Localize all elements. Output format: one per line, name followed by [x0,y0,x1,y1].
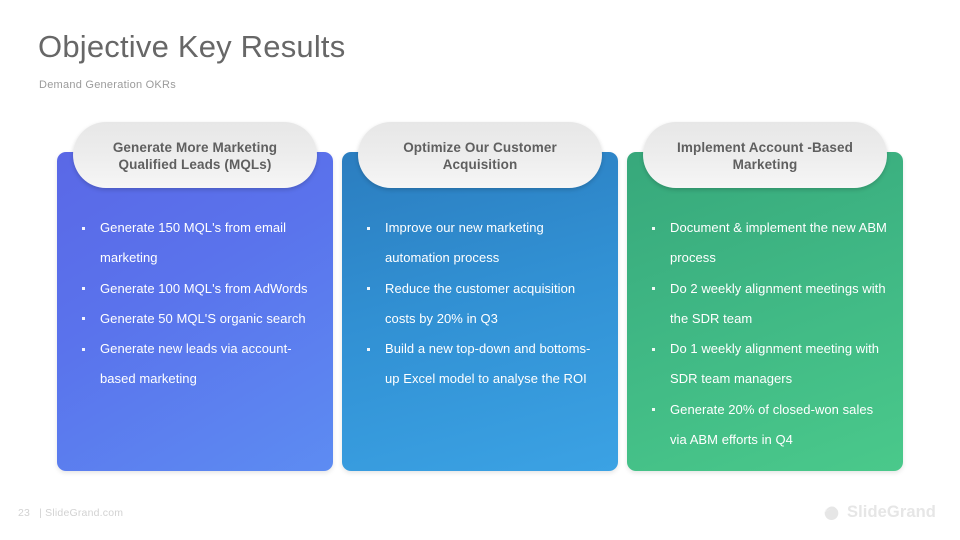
bullet-dot-icon [82,226,85,230]
okr-card-body-1 [57,152,333,471]
bullet-dot-icon [82,287,85,291]
footer: 23 | SlideGrand.com [18,507,123,519]
bullet-dot-icon [652,408,655,412]
brand-logo: SlideGrand [822,503,936,522]
list-item: Generate 150 MQL's from email marketing [78,213,319,274]
list-item: Improve our new marketing automation pro… [363,213,604,274]
list-item: Do 2 weekly alignment meetings with the … [648,274,889,335]
brand-name: SlideGrand [846,503,936,521]
okr-card-header-1[interactable]: Generate More Marketing Qualified Leads … [73,122,317,188]
list-item-label: Reduce the customer acquisition costs by… [385,280,576,326]
list-item: Document & implement the new ABM process [648,213,889,274]
okr-column-1[interactable]: Generate More Marketing Qualified Leads … [57,122,333,471]
list-item: Do 1 weekly alignment meeting with SDR t… [648,334,889,395]
list-item-label: Generate new leads via account-based mar… [100,341,292,387]
okr-header-label-3: Implement Account -Based Marketing [677,139,853,172]
list-item-label: Generate 100 MQL's from AdWords [100,280,308,296]
okr-card-body-2 [342,152,618,471]
page-number: 23 [18,507,31,519]
footer-site-label: | SlideGrand.com [39,507,124,519]
list-item: Generate 50 MQL'S organic search [78,304,319,334]
list-item-label: Do 1 weekly alignment meeting with SDR t… [670,341,880,387]
list-item: Generate 20% of closed-won sales via ABM… [648,395,889,456]
bullet-dot-icon [367,287,370,291]
bullet-dot-icon [367,347,370,351]
page-title: Objective Key Results [38,29,346,64]
bullet-dot-icon [652,347,655,351]
list-item: Build a new top-down and bottoms-up Exce… [363,334,604,395]
okr-card-body-3 [627,152,903,471]
okr-column-2[interactable]: Optimize Our Customer Acquisition Improv… [342,122,618,471]
okr-bullet-list-2: Improve our new marketing automation pro… [363,213,604,395]
bullet-dot-icon [652,226,655,230]
okr-card-header-2[interactable]: Optimize Our Customer Acquisition [358,122,602,188]
list-item-label: Build a new top-down and bottoms-up Exce… [385,341,591,387]
bullet-dot-icon [82,317,85,321]
list-item: Reduce the customer acquisition costs by… [363,274,604,335]
list-item-label: Generate 50 MQL'S organic search [100,310,306,326]
bullet-dot-icon [652,287,655,291]
list-item-label: Generate 20% of closed-won sales via ABM… [670,401,874,448]
list-item-label: Document & implement the new ABM process [670,220,887,266]
list-item: Generate 100 MQL's from AdWords [78,274,319,304]
bullet-dot-icon [367,226,370,230]
okr-header-label-2: Optimize Our Customer Acquisition [403,139,557,172]
list-item-label: Improve our new marketing automation pro… [385,220,544,266]
okr-bullet-list-3: Document & implement the new ABM process… [648,213,889,455]
list-item-label: Generate 150 MQL's from email marketing [100,220,287,266]
okr-bullet-list-1: Generate 150 MQL's from email marketing … [78,213,319,395]
okr-card-header-3[interactable]: Implement Account -Based Marketing [643,122,887,188]
okr-column-3[interactable]: Implement Account -Based Marketing Docum… [627,122,903,471]
page-subtitle: Demand Generation OKRs [39,79,176,91]
list-item-label: Do 2 weekly alignment meetings with the … [670,280,886,326]
list-item: Generate new leads via account-based mar… [78,334,319,395]
bullet-dot-icon [82,347,85,351]
slidegrand-bowl-icon [824,505,839,520]
okr-header-label-1: Generate More Marketing Qualified Leads … [112,139,278,172]
